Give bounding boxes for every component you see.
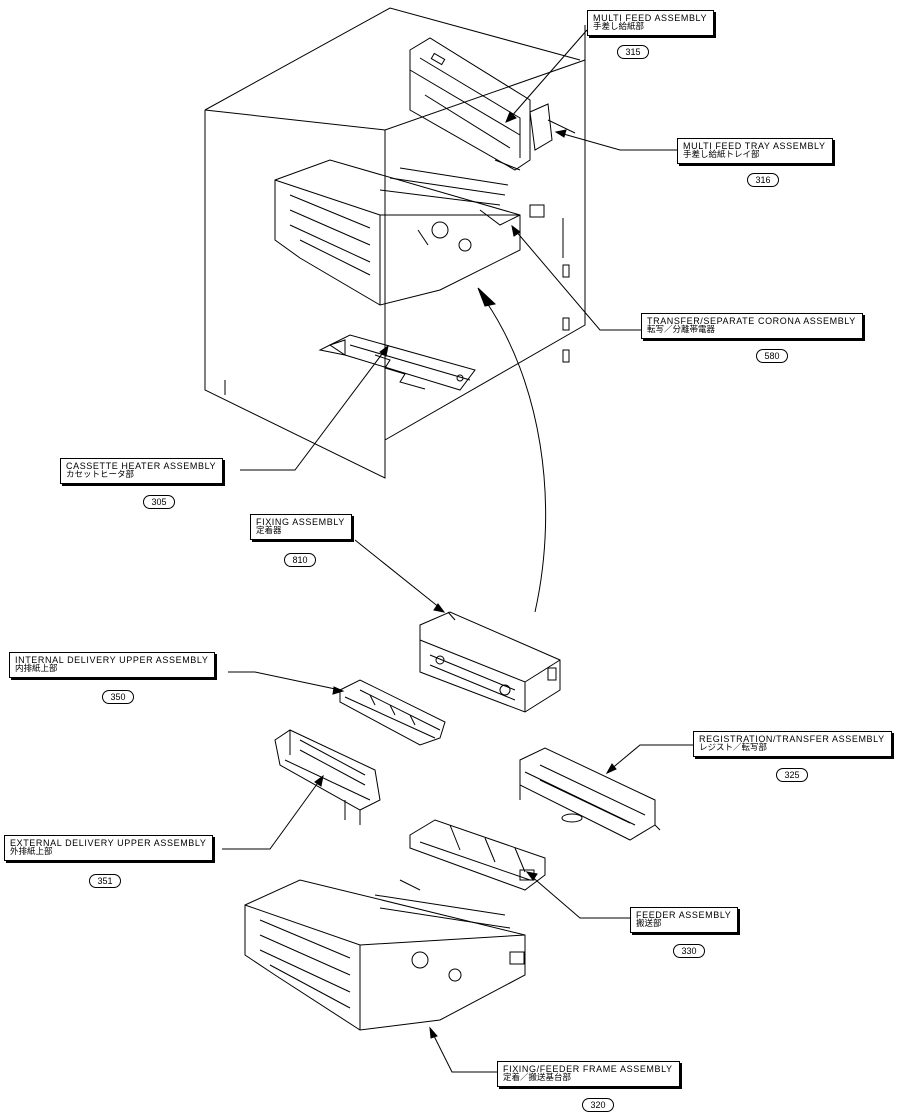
label-transfer-separate-corona-assembly: TRANSFER/SEPARATE CORONA ASSEMBLY 転写／分離帯… bbox=[641, 313, 863, 340]
label-jp: 手差し給紙トレイ部 bbox=[683, 150, 760, 161]
label-en: EXTERNAL DELIVERY UPPER ASSEMBLY bbox=[10, 838, 207, 848]
label-en: REGISTRATION/TRANSFER ASSEMBLY bbox=[699, 734, 885, 744]
label-internal-delivery-upper-assembly: INTERNAL DELIVERY UPPER ASSEMBLY 内排紙上部 bbox=[9, 652, 216, 679]
assembly-direction-arrow bbox=[484, 299, 547, 613]
part-number-350: 350 bbox=[102, 690, 134, 704]
label-en: FIXING ASSEMBLY bbox=[256, 517, 345, 527]
label-en: TRANSFER/SEPARATE CORONA ASSEMBLY bbox=[647, 316, 856, 326]
label-jp: レジスト／転写部 bbox=[699, 743, 768, 754]
label-jp: 転写／分離帯電器 bbox=[647, 325, 716, 336]
label-en: CASSETTE HEATER ASSEMBLY bbox=[66, 461, 217, 471]
part-number-315: 315 bbox=[617, 45, 649, 59]
part-number-580: 580 bbox=[756, 349, 788, 363]
part-number-810: 810 bbox=[284, 553, 316, 567]
feeder-assembly-drawing bbox=[409, 819, 546, 891]
part-number-330: 330 bbox=[673, 944, 705, 958]
label-jp: カセットヒータ部 bbox=[66, 470, 135, 481]
part-number-325: 325 bbox=[776, 768, 808, 782]
printer-internal-unit-drawing bbox=[274, 159, 545, 306]
registration-transfer-drawing bbox=[519, 747, 661, 841]
fixing-assembly-drawing bbox=[419, 611, 561, 713]
label-en: MULTI FEED TRAY ASSEMBLY bbox=[683, 141, 826, 151]
part-number-351: 351 bbox=[89, 874, 121, 888]
label-fixing-feeder-frame-assembly: FIXING/FEEDER FRAME ASSEMBLY 定着／搬送基台部 bbox=[497, 1061, 680, 1088]
label-en: FIXING/FEEDER FRAME ASSEMBLY bbox=[503, 1064, 673, 1074]
label-cassette-heater-assembly: CASSETTE HEATER ASSEMBLY カセットヒータ部 bbox=[60, 458, 224, 485]
label-en: FEEDER ASSEMBLY bbox=[636, 910, 732, 920]
label-en: MULTI FEED ASSEMBLY bbox=[593, 13, 708, 23]
label-jp: 手差し給紙部 bbox=[593, 22, 645, 33]
label-jp: 内排紙上部 bbox=[15, 664, 58, 675]
part-number-316: 316 bbox=[747, 173, 779, 187]
printer-body bbox=[204, 7, 586, 479]
label-feeder-assembly: FEEDER ASSEMBLY 搬送部 bbox=[630, 907, 739, 934]
multi-feed-assembly-drawing bbox=[409, 37, 576, 171]
label-multi-feed-tray-assembly: MULTI FEED TRAY ASSEMBLY 手差し給紙トレイ部 bbox=[677, 138, 833, 165]
label-registration-transfer-assembly: REGISTRATION/TRANSFER ASSEMBLY レジスト／転写部 bbox=[693, 731, 892, 758]
label-jp: 定着／搬送基台部 bbox=[503, 1073, 572, 1084]
fixing-feeder-frame-drawing bbox=[244, 879, 526, 1031]
label-external-delivery-upper-assembly: EXTERNAL DELIVERY UPPER ASSEMBLY 外排紙上部 bbox=[4, 835, 214, 862]
label-jp: 定着器 bbox=[256, 526, 282, 537]
internal-delivery-upper-drawing bbox=[339, 679, 446, 746]
cassette-heater-drawing bbox=[318, 334, 476, 391]
label-jp: 外排紙上部 bbox=[10, 847, 53, 858]
label-fixing-assembly: FIXING ASSEMBLY 定着器 bbox=[250, 514, 352, 541]
external-delivery-upper-drawing bbox=[274, 729, 381, 825]
part-number-320: 320 bbox=[582, 1098, 614, 1112]
label-en: INTERNAL DELIVERY UPPER ASSEMBLY bbox=[15, 655, 209, 665]
part-number-305: 305 bbox=[143, 495, 175, 509]
label-jp: 搬送部 bbox=[636, 919, 662, 930]
leader-lines bbox=[222, 29, 693, 1073]
label-multi-feed-assembly: MULTI FEED ASSEMBLY 手差し給紙部 bbox=[587, 10, 715, 37]
